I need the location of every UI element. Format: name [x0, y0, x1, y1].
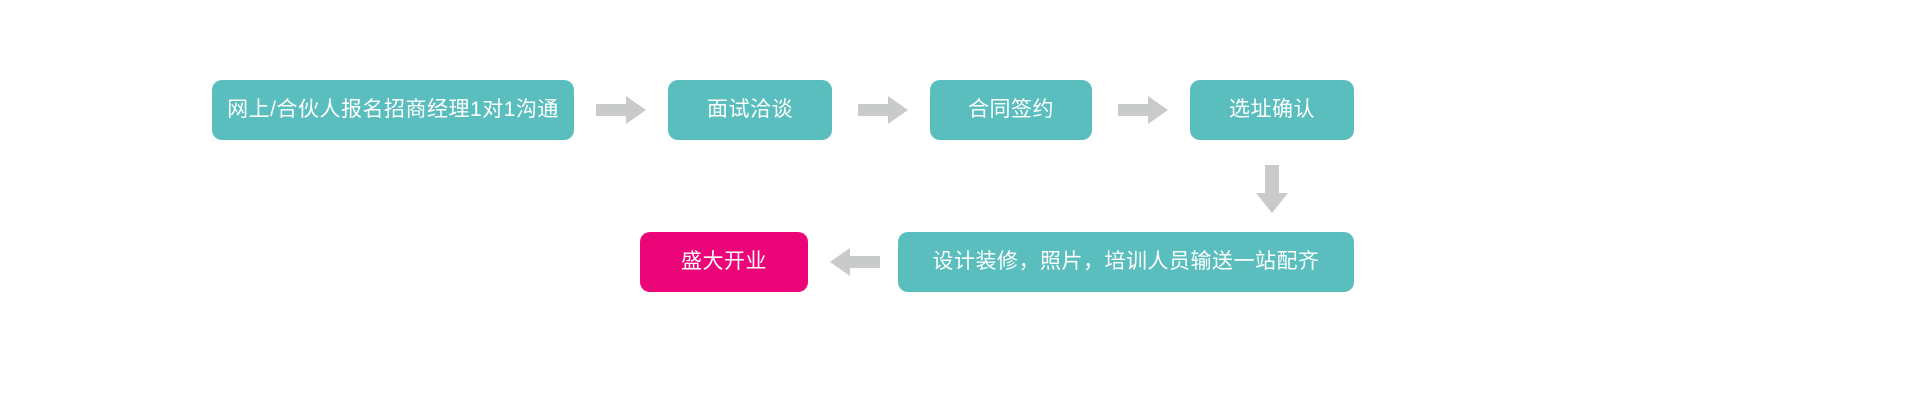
flow-node-step3[interactable]: 合同签约	[930, 80, 1092, 140]
flow-node-step3-label: 合同签约	[968, 98, 1054, 122]
arrow-right-icon-2	[858, 96, 908, 124]
flow-node-step2-label: 面试洽谈	[707, 98, 793, 122]
arrow-left-icon-5	[830, 248, 880, 276]
flow-node-step5-label: 设计装修，照片，培训人员输送一站配齐	[932, 250, 1320, 274]
arrow-right-icon-3	[1118, 96, 1168, 124]
flow-node-step5[interactable]: 设计装修，照片，培训人员输送一站配齐	[898, 232, 1354, 292]
arrow-right-icon-1	[596, 96, 646, 124]
flow-node-step1-label: 网上/合伙人报名招商经理1对1沟通	[227, 98, 559, 122]
flow-node-step1[interactable]: 网上/合伙人报名招商经理1对1沟通	[212, 80, 574, 140]
flow-node-step4[interactable]: 选址确认	[1190, 80, 1354, 140]
flow-node-step6-label: 盛大开业	[681, 250, 767, 274]
flow-node-step6[interactable]: 盛大开业	[640, 232, 808, 292]
arrow-down-icon-4	[1256, 165, 1288, 213]
flow-node-step2[interactable]: 面试洽谈	[668, 80, 832, 140]
flow-node-step4-label: 选址确认	[1229, 98, 1315, 122]
